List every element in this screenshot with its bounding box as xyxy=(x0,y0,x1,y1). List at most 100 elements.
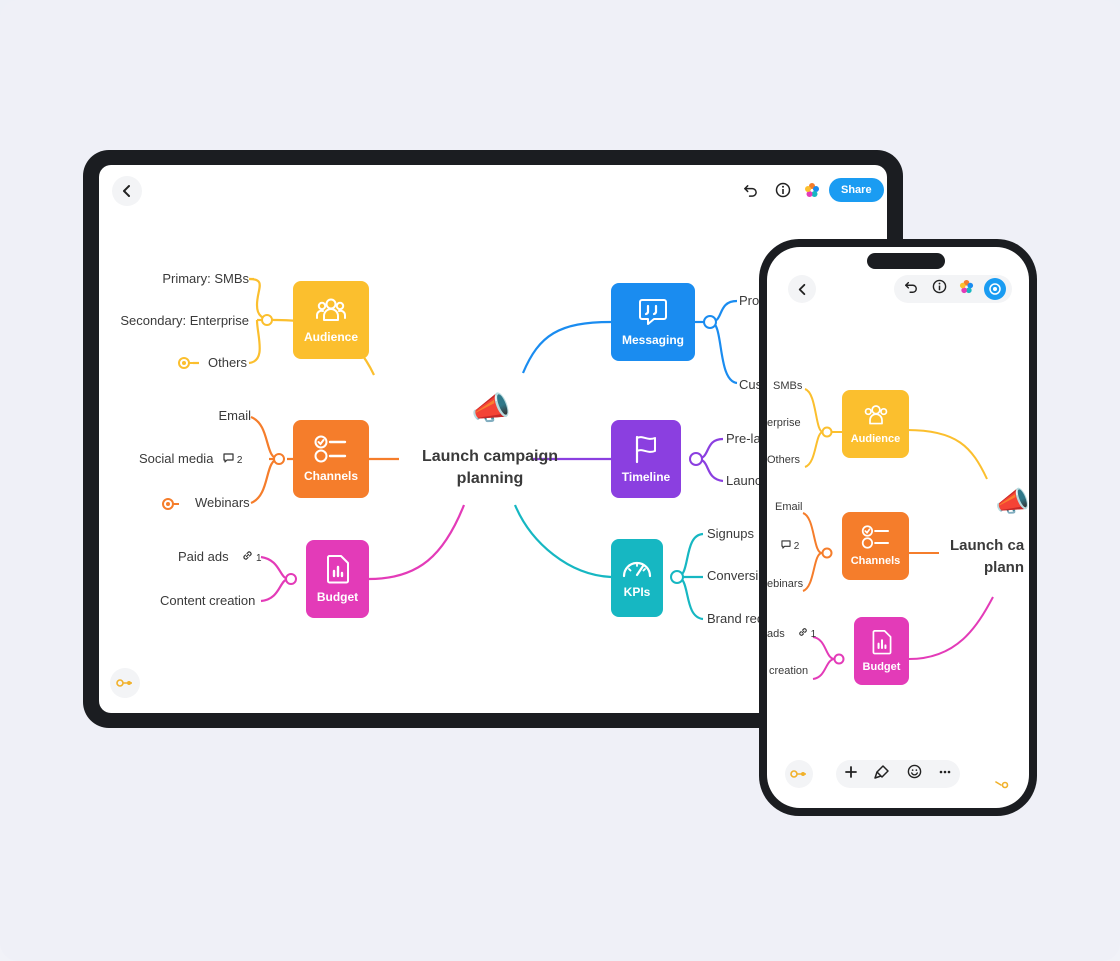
node-messaging[interactable]: Messaging xyxy=(611,283,695,361)
checklist-icon xyxy=(861,525,889,549)
node-channels[interactable]: Channels xyxy=(293,420,369,498)
leaf-paid-ads[interactable]: Paid ads 1 xyxy=(178,549,262,564)
info-button[interactable] xyxy=(772,179,794,201)
leaf-timeline-1[interactable]: Pre-la xyxy=(726,431,761,446)
comment-badge[interactable]: 2 xyxy=(223,453,243,466)
audience-joint xyxy=(261,314,273,326)
leaf-kpi-3[interactable]: Brand rec xyxy=(707,611,764,626)
comment-icon xyxy=(781,540,791,549)
people-icon xyxy=(316,298,346,321)
phone-node-budget[interactable]: Budget xyxy=(854,617,909,685)
phone-device: SMBs erprise Others Audience Email 2 ebi… xyxy=(759,239,1037,816)
link-count: 1 xyxy=(256,553,262,564)
leaf-kpi-2[interactable]: Conversi xyxy=(707,568,759,583)
node-audience[interactable]: Audience xyxy=(293,281,369,359)
app-logo-icon xyxy=(959,279,974,294)
collaborate-button[interactable] xyxy=(984,278,1006,300)
node-channels-label: Channels xyxy=(303,469,358,483)
link-icon xyxy=(799,628,807,636)
key-icon xyxy=(116,679,132,687)
phone-leaf-smbs[interactable]: SMBs xyxy=(773,380,803,392)
leaf-primary-smbs[interactable]: Primary: SMBs xyxy=(162,271,249,286)
phone-leaf-enterprise[interactable]: erprise xyxy=(767,417,801,429)
info-button[interactable] xyxy=(932,279,947,299)
tablet-canvas[interactable]: Share 📣 Launch campaign planning Audienc… xyxy=(99,165,887,713)
quote-bubble-icon xyxy=(639,299,667,325)
undo-icon xyxy=(743,184,757,197)
link-badge[interactable]: 1 xyxy=(242,551,262,564)
phone-node-channels-label: Channels xyxy=(850,555,901,567)
central-topic-line1: Launch campaign xyxy=(421,448,559,465)
leaf-secondary-enterprise[interactable]: Secondary: Enterprise xyxy=(120,313,249,328)
back-button[interactable] xyxy=(112,176,142,206)
undo-button[interactable] xyxy=(739,179,761,201)
people-icon xyxy=(864,405,887,425)
phone-comment-badge[interactable]: 2 xyxy=(781,540,799,552)
checklist-icon xyxy=(314,435,347,463)
phone-canvas[interactable]: SMBs erprise Others Audience Email 2 ebi… xyxy=(767,247,1029,808)
app-logo-button[interactable] xyxy=(801,179,823,201)
phone-central-topic[interactable]: Launch ca plann xyxy=(950,535,1029,579)
leaf-messaging-1[interactable]: Pro xyxy=(739,293,760,308)
phone-leaf-ads-label: ads xyxy=(767,628,785,640)
comment-count: 2 xyxy=(793,541,800,552)
leaf-others[interactable]: Others xyxy=(208,355,248,370)
phone-leaf-webinars[interactable]: ebinars xyxy=(767,578,804,590)
comment-icon xyxy=(223,453,234,463)
settings-icon xyxy=(989,283,1001,295)
leaf-messaging-2[interactable]: Cus xyxy=(739,377,763,392)
comment-count: 2 xyxy=(236,455,243,466)
brush-icon xyxy=(874,764,890,779)
node-budget-label: Budget xyxy=(316,590,359,604)
central-topic-line2: planning xyxy=(456,470,524,487)
central-topic[interactable]: Launch campaign planning xyxy=(411,446,569,490)
leaf-paid-ads-label: Paid ads xyxy=(178,549,229,564)
info-icon xyxy=(775,182,791,198)
leaf-webinars[interactable]: Webinars xyxy=(195,495,250,510)
key-icon xyxy=(177,355,197,376)
leaf-social-media-label: Social media xyxy=(139,451,214,466)
node-budget[interactable]: Budget xyxy=(306,540,369,618)
phone-notch xyxy=(867,253,945,269)
link-icon xyxy=(243,551,252,560)
key-button[interactable] xyxy=(110,668,140,698)
speedometer-icon xyxy=(622,561,652,578)
phone-central-topic-line1: Launch ca xyxy=(950,537,1025,554)
leaf-social-media[interactable]: Social media 2 xyxy=(139,451,242,466)
node-kpis[interactable]: KPIs xyxy=(611,539,663,617)
leaf-kpi-1[interactable]: Signups xyxy=(707,526,754,541)
leaf-email[interactable]: Email xyxy=(218,408,251,423)
node-timeline-label: Timeline xyxy=(621,470,671,484)
phone-node-audience-label: Audience xyxy=(850,433,901,445)
phone-toolbar xyxy=(894,275,1012,303)
back-icon xyxy=(123,185,130,197)
phone-leaf-others[interactable]: Others xyxy=(767,454,801,466)
phone-back-button[interactable] xyxy=(788,275,816,303)
more-icon xyxy=(939,770,951,773)
phone-leaf-creation[interactable]: creation xyxy=(769,665,809,677)
key-icon xyxy=(790,770,806,778)
phone-bottom-toolbar xyxy=(836,760,960,788)
style-button[interactable] xyxy=(874,764,890,785)
more-button[interactable] xyxy=(938,765,952,784)
add-button[interactable] xyxy=(844,765,858,784)
undo-icon xyxy=(905,281,917,293)
leaf-content-creation[interactable]: Content creation xyxy=(160,593,256,608)
phone-node-channels[interactable]: Channels xyxy=(842,512,909,580)
node-timeline[interactable]: Timeline xyxy=(611,420,681,498)
app-logo-button[interactable] xyxy=(959,279,974,299)
megaphone-icon: 📣 xyxy=(995,486,1029,517)
undo-button[interactable] xyxy=(904,280,918,299)
phone-mindmap-connectors xyxy=(802,388,994,680)
link-badge[interactable]: 1 xyxy=(798,628,816,640)
phone-node-audience[interactable]: Audience xyxy=(842,390,909,458)
share-button[interactable]: Share xyxy=(829,178,884,202)
emoji-button[interactable] xyxy=(907,764,922,784)
node-audience-label: Audience xyxy=(303,330,358,344)
node-kpis-label: KPIs xyxy=(623,585,651,599)
info-icon xyxy=(932,279,947,294)
phone-leaf-email[interactable]: Email xyxy=(775,501,803,513)
phone-leaf-ads[interactable]: ads 1 xyxy=(767,627,816,640)
leaf-timeline-2[interactable]: Launc xyxy=(726,473,762,488)
phone-key-button[interactable] xyxy=(785,760,813,788)
